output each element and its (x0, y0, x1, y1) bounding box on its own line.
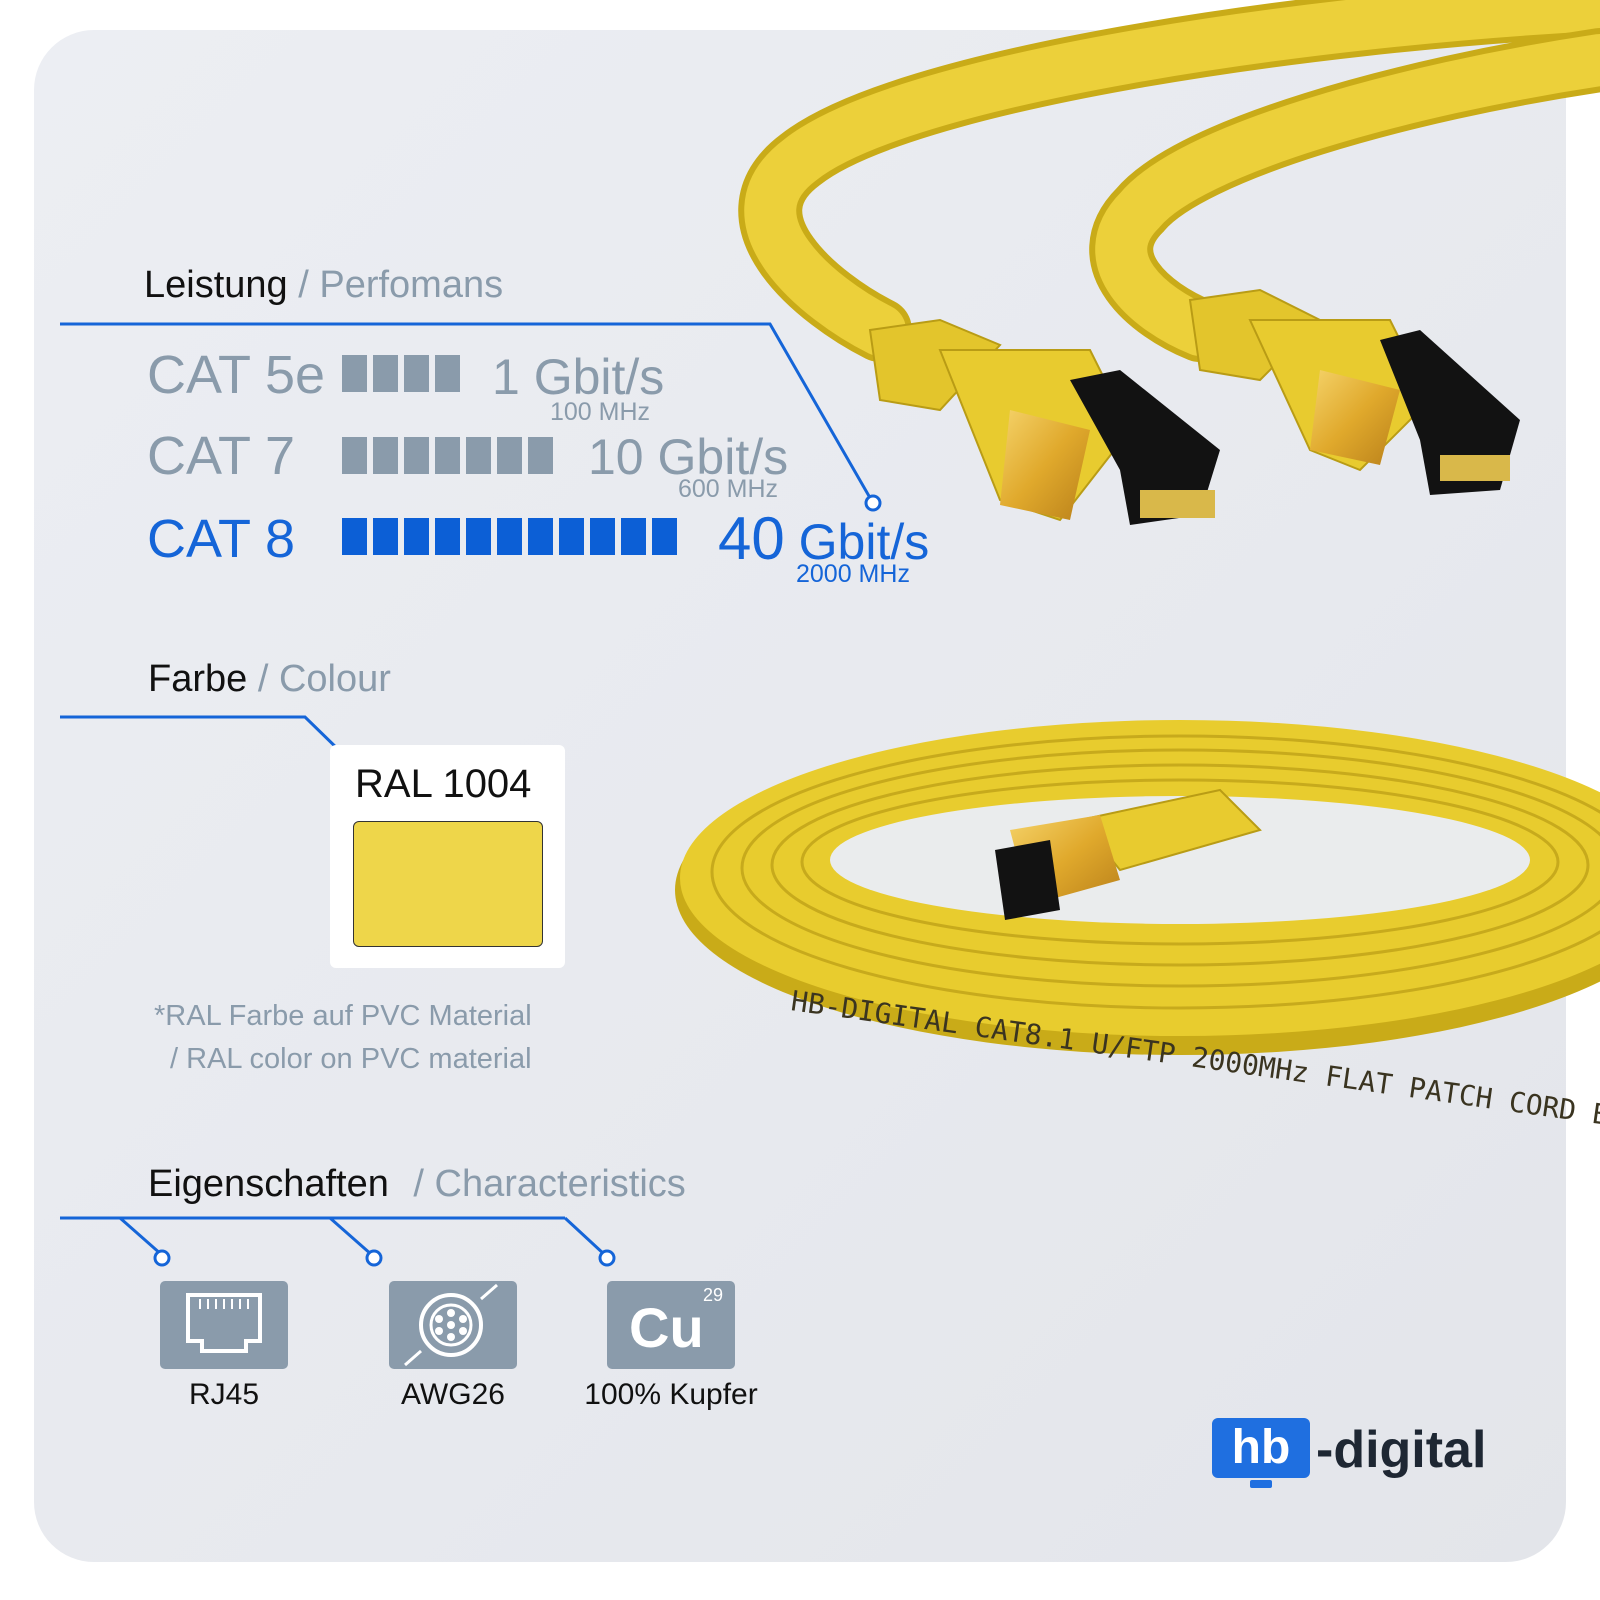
cat8-speed-bars (342, 518, 677, 555)
characteristics-heading-sub: / Characteristics (413, 1163, 686, 1205)
cable-cross-section-icon (389, 1281, 517, 1369)
colour-heading-sub: / Colour (257, 658, 391, 700)
awg-label: AWG26 (401, 1378, 505, 1411)
logo-text: -digital (1316, 1421, 1487, 1479)
logo-box: hb (1212, 1418, 1310, 1478)
speed-bar-segment (404, 355, 429, 392)
speed-bar-segment (435, 518, 460, 555)
copper-label: 100% Kupfer (584, 1378, 758, 1411)
speed-bar-segment (528, 518, 553, 555)
logo-stand (1250, 1480, 1272, 1488)
speed-bar-segment (435, 437, 460, 474)
cat7-label: CAT 7 (147, 426, 296, 486)
speed-bar-segment (652, 518, 677, 555)
ral-note-de: *RAL Farbe auf PVC Material (154, 1000, 532, 1032)
rj45-connector-left (868, 318, 1220, 525)
cat8-label: CAT 8 (147, 509, 296, 569)
rj45-connector-coil (995, 788, 1262, 920)
cat8-speed-number: 40 (718, 505, 785, 572)
copper-element-icon: Cu 29 (607, 1281, 735, 1369)
cat8-frequency: 2000 MHz (796, 560, 910, 588)
performance-heading: Leistung / Perfomans (144, 264, 503, 307)
speed-bar-segment (342, 355, 367, 392)
speed-bar-segment (466, 437, 491, 474)
performance-heading-main: Leistung (144, 264, 288, 306)
speed-bar-segment (342, 518, 367, 555)
rj45-port-icon (160, 1281, 288, 1369)
speed-bar-segment (373, 355, 398, 392)
performance-heading-sub: / Perfomans (298, 264, 504, 306)
speed-bar-segment (528, 437, 553, 474)
cat5e-frequency: 100 MHz (550, 398, 651, 426)
speed-bar-segment (497, 518, 522, 555)
speed-bar-segment (404, 437, 429, 474)
colour-heading-main: Farbe (148, 658, 248, 700)
rj45-connector-right (1188, 288, 1520, 495)
speed-bar-segment (590, 518, 615, 555)
cat5e-label: CAT 5e (147, 345, 326, 405)
cat7-frequency: 600 MHz (678, 475, 779, 503)
colour-heading: Farbe / Colour (148, 658, 391, 701)
cat7-speed: 10 Gbit/s (588, 429, 789, 485)
cat7-speed-bars (342, 437, 553, 474)
speed-bar-segment (373, 437, 398, 474)
copper-symbol: Cu (629, 1296, 704, 1359)
speed-bar-segment (342, 437, 367, 474)
rj45-label: RJ45 (188, 1378, 260, 1411)
copper-atomic-number: 29 (702, 1285, 723, 1305)
cat8-speed: 40 Gbit/s (718, 504, 929, 573)
speed-bar-segment (404, 518, 429, 555)
cat5e-speed-bars (342, 355, 460, 392)
cat5e-speed: 1 Gbit/s (492, 349, 665, 405)
characteristics-heading: Eigenschaften / Characteristics (148, 1163, 686, 1206)
characteristics-heading-main: Eigenschaften (148, 1163, 389, 1205)
ral-note-en: / RAL color on PVC material (170, 1043, 532, 1075)
speed-bar-segment (373, 518, 398, 555)
speed-bar-segment (435, 355, 460, 392)
colour-swatch (353, 821, 543, 947)
ral-code: RAL 1004 (355, 762, 532, 806)
speed-bar-segment (621, 518, 646, 555)
cat8-speed-unit: Gbit/s (798, 514, 930, 570)
speed-bar-segment (559, 518, 584, 555)
speed-bar-segment (466, 518, 491, 555)
speed-bar-segment (497, 437, 522, 474)
